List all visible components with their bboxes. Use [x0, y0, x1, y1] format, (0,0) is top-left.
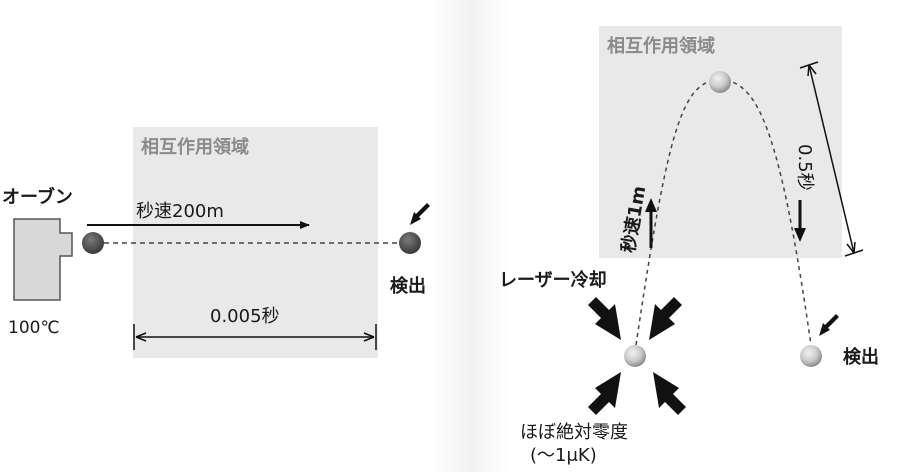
down-arrow-right: [794, 200, 806, 242]
cooling-arrow-upper-left: [588, 297, 621, 340]
region-label-left: 相互作用領域: [141, 137, 249, 158]
oven-label: オーブン: [2, 187, 73, 208]
time-dimension-right: [799, 61, 864, 257]
region-label-right: 相互作用領域: [607, 36, 715, 57]
interaction-region-left: [133, 127, 378, 358]
time-label-left: 0.005秒: [210, 306, 280, 327]
cooling-label: レーザー冷却: [499, 270, 607, 291]
speed-label-left: 秒速200m: [136, 201, 224, 222]
detect-arrow-left: [410, 203, 430, 225]
cooling-arrow-lower-right: [653, 372, 686, 415]
abs-zero-sub: (〜1μK): [530, 445, 597, 466]
oven-icon: [13, 218, 73, 301]
up-arrow-right: [645, 198, 657, 248]
abs-zero-label: ほぼ絶対零度: [520, 422, 628, 443]
atom-cooled: [624, 345, 646, 367]
detect-arrow-right: [819, 314, 839, 336]
cooling-arrow-upper-right: [649, 297, 682, 340]
cooling-arrow-lower-left: [588, 372, 621, 415]
atom-top: [709, 71, 731, 93]
atom-left-detect: [399, 232, 421, 254]
detect-label-left: 検出: [390, 276, 426, 297]
time-label-right: 0.5秒: [794, 144, 815, 191]
temperature-label: 100℃: [8, 318, 60, 338]
atom-left-start: [82, 232, 104, 254]
atom-right-detect: [800, 345, 822, 367]
detect-label-right: 検出: [843, 347, 879, 368]
background-shade: [430, 0, 510, 472]
time-dimension-left: [133, 324, 377, 350]
